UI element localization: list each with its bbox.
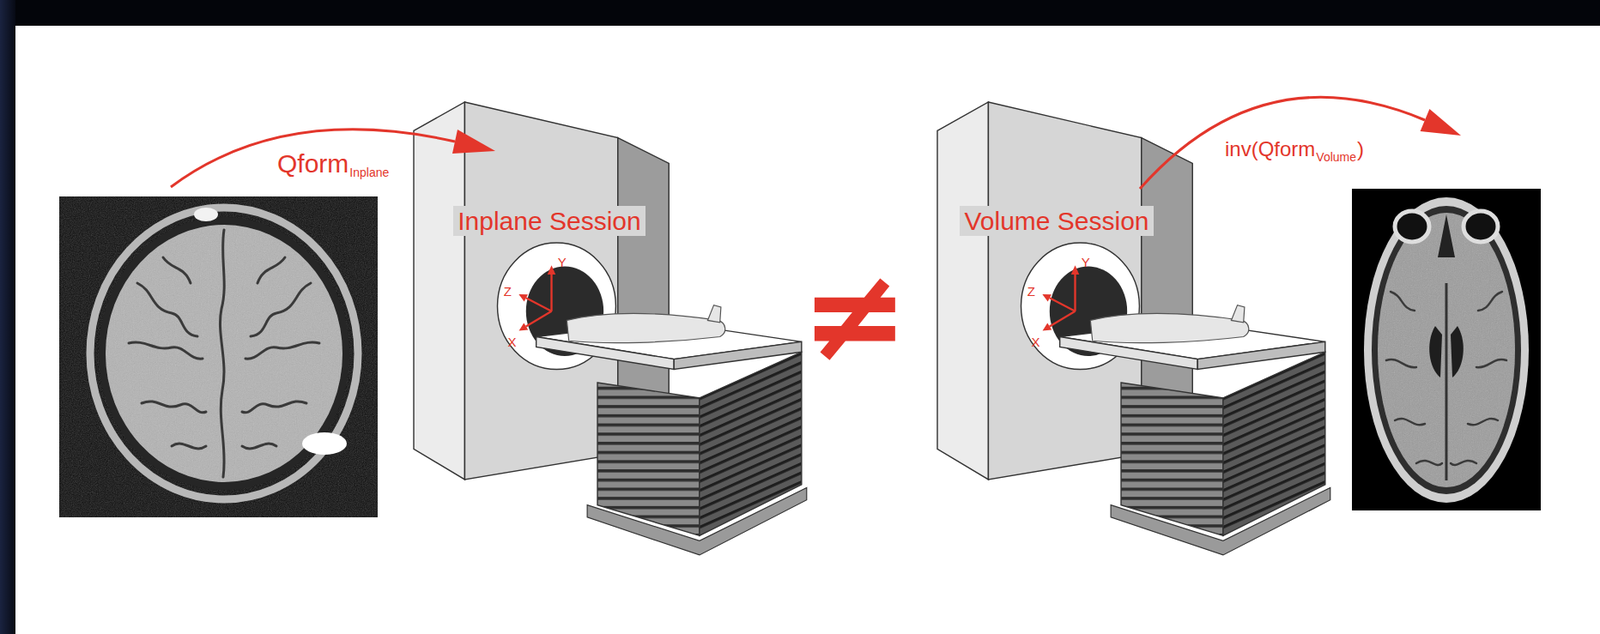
midline <box>219 230 225 478</box>
sulcus <box>137 283 198 337</box>
bright-spot <box>302 432 347 455</box>
sulcus <box>1476 359 1507 368</box>
sulcus <box>1478 291 1503 311</box>
axis-label: X <box>1030 334 1040 350</box>
sulcus <box>1386 359 1417 368</box>
transform-label: Qform <box>277 149 349 180</box>
sulcus <box>163 257 191 284</box>
session-label: Inplane Session <box>453 206 646 237</box>
sulcus <box>242 401 307 413</box>
nasal-cavity <box>1437 214 1455 258</box>
white-panel <box>15 25 1600 634</box>
sulcus <box>1416 460 1443 466</box>
sulcus <box>242 443 277 449</box>
scalp <box>90 207 358 500</box>
sulcus <box>1390 291 1415 311</box>
axis-label: Z <box>503 284 512 299</box>
ventricle <box>1429 326 1443 378</box>
volume-brain-image <box>1351 188 1541 511</box>
skull <box>1371 206 1522 495</box>
volume-scanner <box>937 102 1331 556</box>
eye <box>1394 211 1430 243</box>
image-noise <box>59 196 378 518</box>
sulcus <box>250 283 311 337</box>
sulcus <box>171 443 207 449</box>
brain-texture <box>1373 210 1520 494</box>
brain-texture <box>103 223 348 485</box>
sulcus <box>128 342 203 359</box>
skull <box>98 217 350 491</box>
arrow-head <box>1420 109 1461 136</box>
sulcus <box>141 401 207 413</box>
axis-label: Y <box>1081 254 1091 270</box>
sulci <box>128 230 320 478</box>
image-background <box>59 196 378 518</box>
sulcus <box>257 257 285 284</box>
sulcus <box>1467 418 1498 425</box>
inplane-brain-image <box>59 196 378 518</box>
bright-spot <box>193 207 219 222</box>
axis-label: Z <box>1027 284 1036 299</box>
session-label: Volume Session <box>959 206 1153 237</box>
axis-label: X <box>507 334 516 350</box>
arrow-head <box>452 129 496 154</box>
axis-label: Y <box>557 254 567 270</box>
transform-label: inv(Qform <box>1224 137 1316 162</box>
session-name: Volume Session <box>963 206 1149 236</box>
transform-arc <box>1139 96 1425 189</box>
sulcus <box>1394 418 1425 425</box>
transform-arc <box>170 129 455 188</box>
eye <box>1463 211 1498 243</box>
slide-edge <box>0 0 16 634</box>
image-background <box>1351 188 1541 511</box>
ventricle <box>1450 326 1464 378</box>
transform-label: Inplane <box>349 165 389 180</box>
sulcus <box>245 342 320 359</box>
session-name: Inplane Session <box>457 206 642 236</box>
midline <box>1445 283 1449 481</box>
sulci <box>1386 291 1507 466</box>
transform-label: Volume <box>1315 150 1357 164</box>
sulcus <box>1450 460 1477 466</box>
inplane-scanner <box>413 102 807 556</box>
scalp <box>1363 197 1529 504</box>
not-equal-sign: ≠ <box>800 250 910 380</box>
transform-label: ) <box>1357 137 1364 162</box>
